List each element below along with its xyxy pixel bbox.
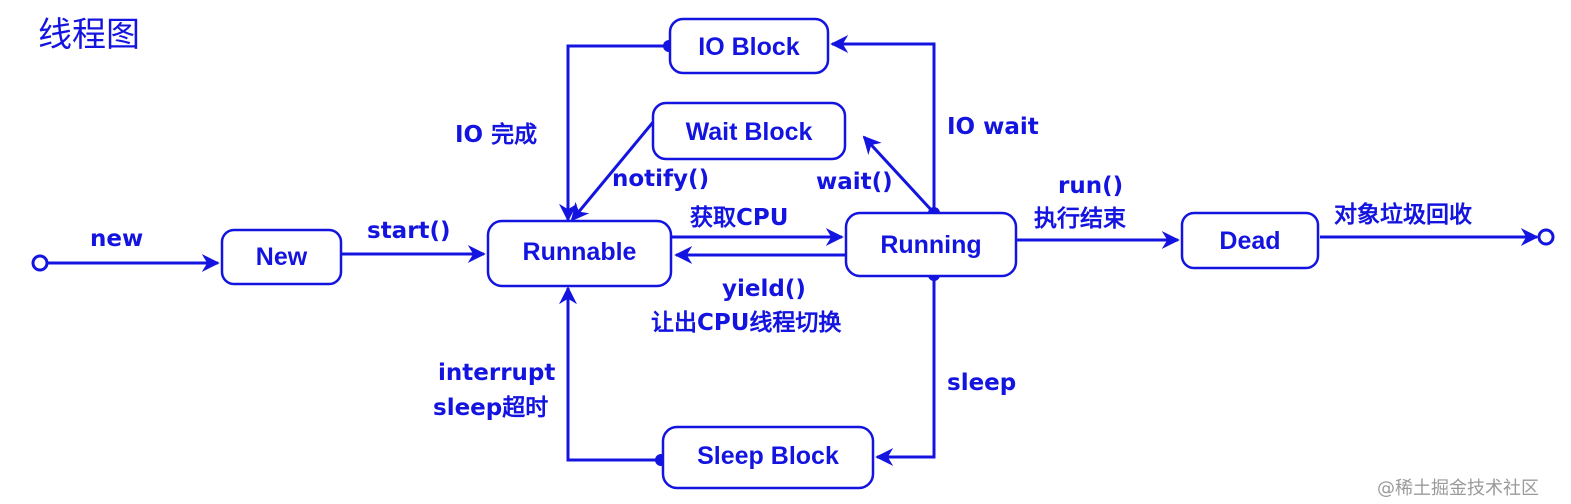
label-gc: 对象垃圾回收 — [1334, 201, 1472, 228]
label-new: new — [90, 226, 143, 252]
state-sleep-block: Sleep Block — [661, 425, 875, 490]
label-notify: notify() — [612, 166, 709, 192]
label-io-wait: IO wait — [947, 114, 1039, 140]
label-start: start() — [367, 218, 451, 244]
label-sleep: sleep — [947, 370, 1016, 396]
edge-sleep — [875, 275, 936, 466]
label-get-cpu: 获取CPU — [690, 205, 788, 231]
state-new: New — [220, 228, 343, 286]
edge-wait — [862, 135, 936, 215]
state-runnable-label: Runnable — [523, 238, 637, 266]
edge-interrupt — [559, 286, 661, 462]
edge-notify — [570, 120, 656, 222]
state-wait-block-label: Wait Block — [686, 118, 813, 146]
state-running: Running — [844, 211, 1018, 278]
edge-io-done — [559, 44, 669, 222]
state-dead-label: Dead — [1219, 227, 1280, 255]
state-runnable: Runnable — [486, 219, 673, 288]
label-yield: yield() — [722, 276, 806, 302]
label-wait: wait() — [816, 169, 893, 195]
watermark: @稀土掘金技术社区 — [1377, 478, 1539, 499]
label-io-done: IO 完成 — [455, 121, 537, 148]
state-io-block-label: IO Block — [698, 33, 800, 61]
state-wait-block: Wait Block — [651, 101, 847, 161]
label-run-desc: 执行结束 — [1034, 205, 1127, 232]
label-yield-desc: 让出CPU线程切换 — [651, 309, 842, 336]
state-new-label: New — [256, 243, 308, 271]
end-terminal — [1537, 228, 1555, 246]
edge-io-wait — [830, 35, 936, 213]
diagram-title: 线程图 — [38, 15, 140, 55]
start-terminal — [31, 254, 49, 272]
label-run: run() — [1058, 173, 1123, 199]
state-sleep-block-label: Sleep Block — [697, 442, 839, 470]
label-interrupt: interrupt — [438, 360, 555, 386]
state-dead: Dead — [1180, 211, 1320, 270]
label-sleep-timeout: sleep超时 — [433, 395, 548, 421]
state-io-block: IO Block — [668, 17, 830, 75]
state-running-label: Running — [880, 231, 981, 259]
